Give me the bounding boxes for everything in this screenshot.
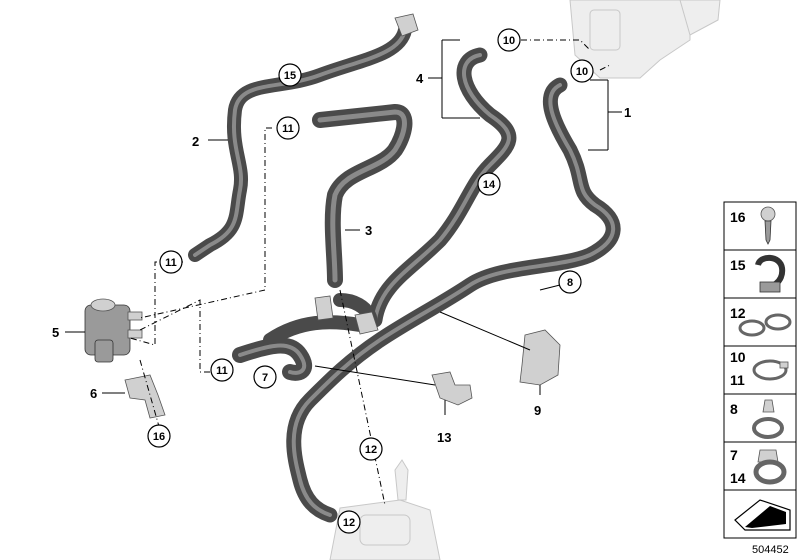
spring-clamp-icon xyxy=(738,313,792,337)
svg-text:11: 11 xyxy=(216,365,228,377)
callout-7: 7 xyxy=(253,365,277,389)
arrow-sign-icon xyxy=(734,499,791,531)
callout-10-top: 10 xyxy=(497,28,521,52)
legend-number-14: 14 xyxy=(730,470,746,486)
svg-text:7: 7 xyxy=(262,372,268,384)
legend-cell-16 xyxy=(723,201,797,251)
legend-number-11: 11 xyxy=(730,372,745,388)
parts-legend: 16 15 12 10 11 8 7 14 xyxy=(723,201,797,539)
hose-part-2 xyxy=(188,13,419,262)
callout-16: 16 xyxy=(147,424,171,448)
label-4: 4 xyxy=(416,71,424,86)
svg-text:10: 10 xyxy=(503,35,515,47)
callout-15: 15 xyxy=(278,63,302,87)
svg-text:14: 14 xyxy=(483,179,496,191)
svg-text:8: 8 xyxy=(567,277,573,289)
callout-11-upper: 11 xyxy=(276,116,300,140)
legend-number-16: 16 xyxy=(730,209,746,225)
push-clip-icon xyxy=(752,399,784,439)
callout-11-left: 11 xyxy=(159,250,183,274)
valve-part-5 xyxy=(84,298,143,363)
callout-10-right: 10 xyxy=(570,59,594,83)
callout-12-bottom: 12 xyxy=(337,510,361,534)
plain-labels: 1 2 3 4 5 6 9 13 xyxy=(52,71,631,445)
svg-text:15: 15 xyxy=(284,70,296,82)
ghost-heater-unit xyxy=(569,0,721,79)
hose-clamp-icon xyxy=(752,359,789,381)
bracket-part-13 xyxy=(431,371,473,406)
hose-lower-assembly xyxy=(232,293,379,381)
ghost-pump-unit xyxy=(329,459,441,560)
svg-text:11: 11 xyxy=(165,257,177,269)
hose-part-1 xyxy=(286,77,621,523)
screw-icon xyxy=(760,206,776,245)
svg-text:11: 11 xyxy=(282,123,294,135)
leader-lines xyxy=(65,39,622,415)
hose-part-3 xyxy=(312,104,413,288)
svg-text:12: 12 xyxy=(343,517,355,529)
hose-clip-icon xyxy=(755,254,786,293)
legend-number-8: 8 xyxy=(730,401,738,417)
label-2: 2 xyxy=(192,134,199,149)
callout-11-lower: 11 xyxy=(210,358,234,382)
label-9: 9 xyxy=(534,403,541,418)
legend-number-10: 10 xyxy=(730,349,746,365)
bracket-part-9 xyxy=(519,329,561,386)
legend-number-12: 12 xyxy=(730,305,746,321)
svg-text:12: 12 xyxy=(365,444,377,456)
label-1: 1 xyxy=(624,105,631,120)
label-13: 13 xyxy=(437,430,451,445)
bracket-clip-icon xyxy=(753,449,787,485)
legend-cell-10-11 xyxy=(723,345,797,395)
legend-number-7: 7 xyxy=(730,447,738,463)
callout-14: 14 xyxy=(477,172,501,196)
hose-part-4 xyxy=(367,47,517,328)
callout-12-mid: 12 xyxy=(359,437,383,461)
label-6: 6 xyxy=(90,386,97,401)
document-number: 504452 xyxy=(752,544,789,556)
legend-number-15: 15 xyxy=(730,257,746,273)
bracket-part-6 xyxy=(124,374,166,419)
callout-8: 8 xyxy=(558,270,582,294)
svg-text:16: 16 xyxy=(153,431,165,443)
svg-text:10: 10 xyxy=(576,66,588,78)
label-5: 5 xyxy=(52,325,59,340)
label-3: 3 xyxy=(365,223,372,238)
